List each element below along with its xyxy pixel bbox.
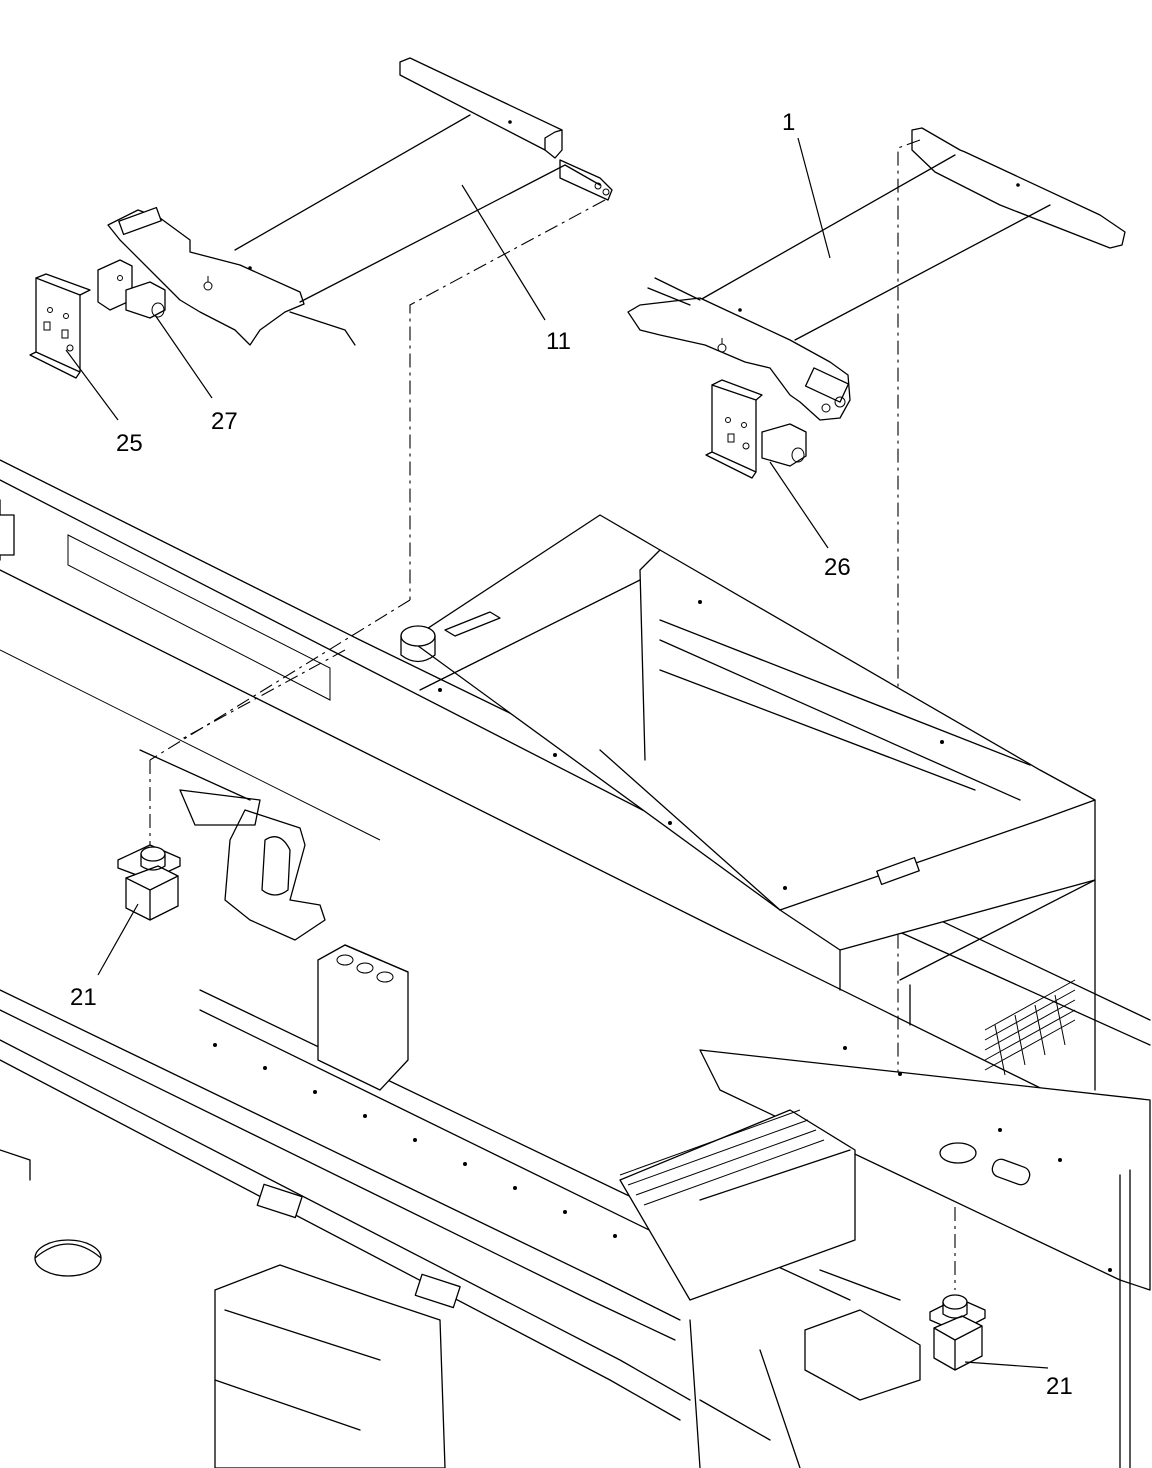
callout-part-21-left: 21 <box>70 984 97 1011</box>
callout-part-21-right: 21 <box>1046 1373 1073 1400</box>
part-1-bracket <box>627 127 1126 421</box>
part-26-plate-sensor <box>705 379 807 479</box>
part-21-motor-right <box>929 1294 986 1371</box>
vent-grid <box>984 979 1076 1076</box>
callout-part-1: 1 <box>782 109 796 136</box>
callout-part-25: 25 <box>116 430 143 457</box>
leader-lines <box>65 137 1049 1369</box>
part-25-plate <box>29 273 91 379</box>
part-21-motor-left <box>117 844 181 921</box>
rail-holes <box>213 600 1112 1272</box>
machine-frame <box>0 459 1151 1468</box>
callout-part-26: 26 <box>824 554 851 581</box>
feeder-slots <box>619 1109 825 1206</box>
part-11-bracket <box>107 57 613 346</box>
callout-part-11: 11 <box>546 328 571 355</box>
alignment-lines <box>149 139 956 1290</box>
callout-part-27: 27 <box>211 408 238 435</box>
part-27-sensor-block <box>97 259 166 319</box>
